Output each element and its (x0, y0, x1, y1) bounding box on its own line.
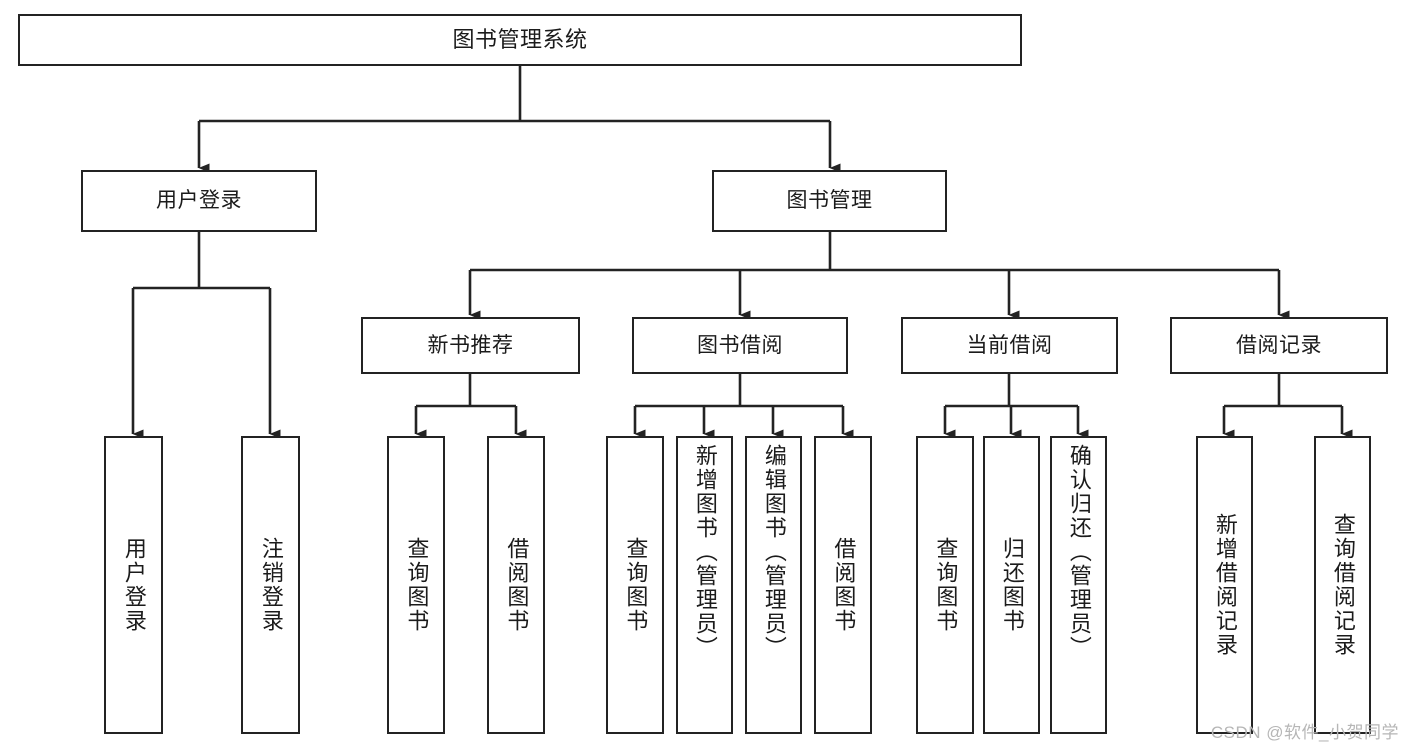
node-book-manage[interactable]: 图书管理 (712, 170, 947, 232)
node-user-login[interactable]: 用户登录 (81, 170, 317, 232)
node-new-book-recommend[interactable]: 新书推荐 (361, 317, 580, 374)
leaf-add-record-label: 新增借阅记录 (1212, 513, 1238, 657)
node-user-login-label: 用户登录 (156, 189, 242, 213)
leaf-confirm-return[interactable]: 确认归还（管理员） (1050, 436, 1107, 734)
leaf-borrow-book-2[interactable]: 借阅图书 (814, 436, 872, 734)
leaf-query-book-2[interactable]: 查询图书 (606, 436, 664, 734)
leaf-query-record[interactable]: 查询借阅记录 (1314, 436, 1371, 734)
leaf-add-book[interactable]: 新增图书（管理员） (676, 436, 733, 734)
leaf-query-record-label: 查询借阅记录 (1330, 513, 1356, 657)
leaf-add-record[interactable]: 新增借阅记录 (1196, 436, 1253, 734)
node-borrow-record-label: 借阅记录 (1236, 333, 1322, 357)
leaf-confirm-return-label: 确认归还（管理员） (1066, 444, 1092, 660)
node-book-manage-label: 图书管理 (786, 189, 873, 213)
leaf-return-book[interactable]: 归还图书 (983, 436, 1040, 734)
leaf-query-book-3-label: 查询图书 (933, 537, 959, 633)
node-borrow-record[interactable]: 借阅记录 (1170, 317, 1388, 374)
node-book-borrow-label: 图书借阅 (697, 333, 783, 357)
leaf-user-logout[interactable]: 注销登录 (241, 436, 300, 734)
leaf-return-book-label: 归还图书 (999, 537, 1025, 633)
leaf-edit-book[interactable]: 编辑图书（管理员） (745, 436, 802, 734)
node-root-book-management-system[interactable]: 图书管理系统 (18, 14, 1022, 66)
leaf-borrow-book-2-label: 借阅图书 (831, 537, 857, 633)
leaf-query-book-2-label: 查询图书 (623, 537, 649, 633)
node-current-borrow[interactable]: 当前借阅 (901, 317, 1118, 374)
leaf-query-book-1[interactable]: 查询图书 (387, 436, 445, 734)
leaf-query-book-3[interactable]: 查询图书 (916, 436, 974, 734)
leaf-borrow-book-1[interactable]: 借阅图书 (487, 436, 545, 734)
node-book-borrow[interactable]: 图书借阅 (632, 317, 848, 374)
leaf-user-login-label: 用户登录 (121, 537, 147, 633)
leaf-edit-book-label: 编辑图书（管理员） (761, 444, 787, 660)
leaf-add-book-label: 新增图书（管理员） (692, 444, 718, 660)
leaf-borrow-book-1-label: 借阅图书 (504, 537, 530, 633)
node-root-label: 图书管理系统 (452, 26, 588, 52)
leaf-user-logout-label: 注销登录 (258, 537, 284, 633)
leaf-user-login[interactable]: 用户登录 (104, 436, 163, 734)
csdn-watermark: CSDN @软件_小贺同学 (1210, 723, 1399, 742)
node-new-book-recommend-label: 新书推荐 (427, 333, 514, 357)
node-current-borrow-label: 当前借阅 (966, 333, 1053, 357)
leaf-query-book-1-label: 查询图书 (404, 537, 430, 633)
